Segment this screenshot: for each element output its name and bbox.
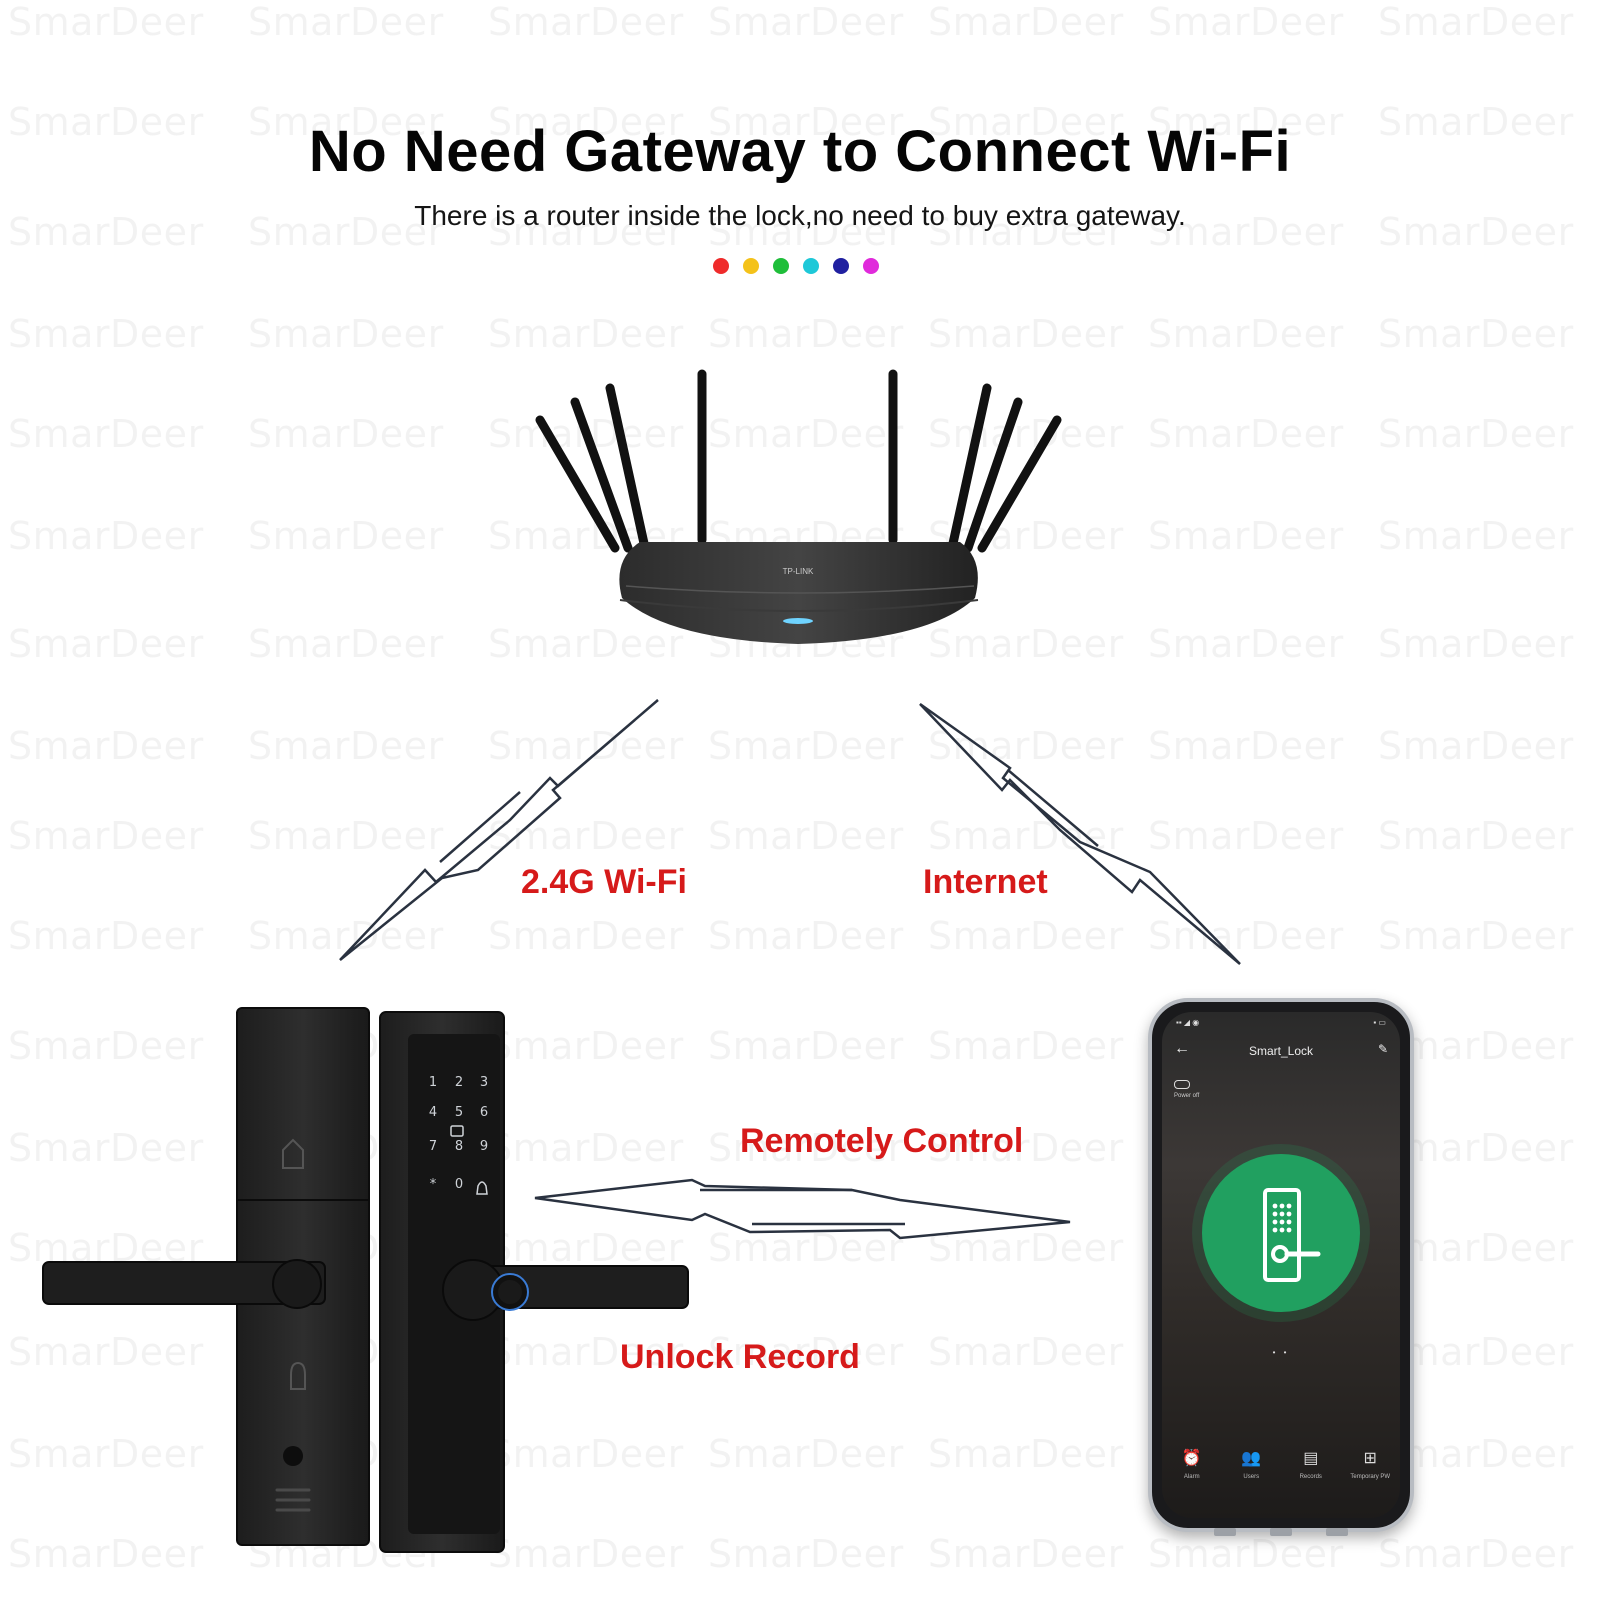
phone-side-button [1214, 1528, 1236, 1536]
unlock-record-label: Unlock Record [620, 1338, 860, 1376]
keypad-key[interactable]: 6 [480, 1105, 488, 1120]
tab-alarm[interactable]: ⏰ Alarm [1166, 1450, 1218, 1480]
router-antennas [535, 369, 1062, 553]
phone-buttons [1214, 1528, 1348, 1536]
records-icon: ▤ [1303, 1450, 1319, 1467]
tab-records[interactable]: ▤ Records [1285, 1450, 1337, 1480]
tab-label: Records [1299, 1474, 1322, 1480]
tab-label: Temporary PW [1350, 1474, 1391, 1480]
keypad-key[interactable]: 7 [429, 1139, 437, 1154]
router-led [783, 618, 813, 624]
smartphone: ▪▪ ◢ ◉ ▪ ▭ ← Smart_Lock ✎ Power off [1148, 998, 1414, 1536]
alarm-icon: ⏰ [1181, 1450, 1202, 1467]
keypad-key[interactable]: 4 [429, 1105, 437, 1120]
page-subtitle: There is a router inside the lock,no nee… [414, 200, 1186, 231]
color-dot [803, 258, 819, 274]
app-title: Smart_Lock [1248, 1044, 1314, 1058]
tab-users[interactable]: 👥 Users [1225, 1450, 1277, 1480]
page-title: No Need Gateway to Connect Wi-Fi [308, 119, 1292, 184]
tab-label: Users [1243, 1474, 1260, 1480]
tab-temporary-pw[interactable]: ⊞ Temporary PW [1344, 1450, 1396, 1480]
keypad-key[interactable]: 2 [455, 1075, 463, 1090]
keypad-key[interactable]: 0 [455, 1177, 463, 1192]
color-dot [713, 258, 729, 274]
battery-icon [1174, 1080, 1190, 1089]
wifi-label: 2.4G Wi-Fi [521, 863, 687, 901]
keypad-key[interactable]: 5 [455, 1105, 463, 1120]
power-label: Power off [1174, 1093, 1200, 1099]
router-brand: TP-LINK [783, 567, 814, 576]
card-reader-icon [450, 1125, 464, 1137]
edit-icon[interactable]: ✎ [1377, 1042, 1388, 1056]
color-dot [863, 258, 879, 274]
back-arrow-icon[interactable]: ← [1174, 1040, 1190, 1057]
remote-control-label: Remotely Control [740, 1122, 1024, 1160]
remote-control-arrow [534, 1178, 1071, 1240]
phone-side-button [1326, 1528, 1348, 1536]
power-status[interactable]: Power off [1174, 1080, 1199, 1099]
unlock-button[interactable] [1202, 1154, 1360, 1312]
internet-link-arrow [919, 702, 1241, 965]
smart-lock: 1 2 3 4 5 6 7 8 9 * 0 [42, 1007, 689, 1553]
phone-screen: ▪▪ ◢ ◉ ▪ ▭ ← Smart_Lock ✎ Power off [1162, 1012, 1400, 1518]
color-dots [713, 258, 879, 274]
speaker-grille [275, 1488, 311, 1512]
page-indicator: • • [1272, 1348, 1290, 1357]
router: TP-LINK [535, 369, 1062, 644]
app-header: ← Smart_Lock ✎ [1162, 1038, 1400, 1068]
doorbell-icon [476, 1181, 488, 1195]
tab-label: Alarm [1183, 1474, 1200, 1480]
users-icon: 👥 [1241, 1450, 1262, 1467]
keypad-key[interactable]: 9 [480, 1139, 488, 1154]
keypad: 1 2 3 4 5 6 7 8 9 * 0 [429, 1075, 488, 1192]
grid-icon: ⊞ [1363, 1450, 1377, 1467]
phone-side-button [1270, 1528, 1292, 1536]
battery-cover-icon [282, 1138, 304, 1169]
keypad-key[interactable]: 8 [455, 1139, 463, 1154]
internet-label: Internet [923, 863, 1048, 901]
tab-bar: ⏰ Alarm 👥 Users ▤ Records ⊞ Temporary PW [1162, 1450, 1400, 1500]
reset-hole [283, 1446, 303, 1466]
rear-handle [42, 1261, 326, 1305]
status-icons-left: ▪▪ ◢ ◉ [1176, 1018, 1200, 1027]
door-lock-icon [1263, 1188, 1321, 1282]
wifi-link-arrow [339, 699, 659, 961]
status-bar: ▪▪ ◢ ◉ ▪ ▭ [1162, 1018, 1400, 1030]
keypad-key[interactable]: 1 [429, 1075, 437, 1090]
keypad-key[interactable]: * [430, 1177, 437, 1192]
color-dot [743, 258, 759, 274]
color-dot [773, 258, 789, 274]
key-slot-icon [290, 1361, 306, 1390]
keypad-key[interactable]: 3 [480, 1075, 488, 1090]
status-icons-right: ▪ ▭ [1373, 1018, 1386, 1027]
color-dot [833, 258, 849, 274]
